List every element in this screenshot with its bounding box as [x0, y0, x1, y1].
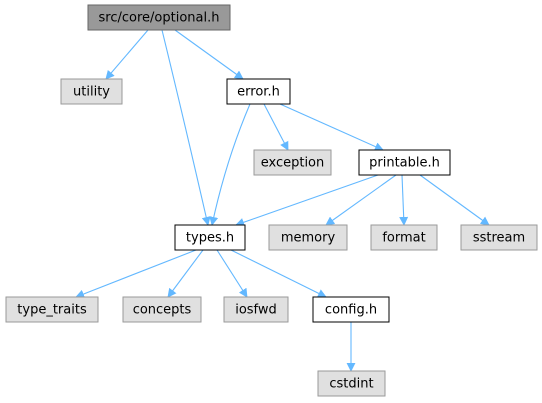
node-box	[174, 224, 246, 251]
node-box	[460, 224, 538, 251]
node-exception[interactable]: exception	[253, 149, 332, 176]
node-format[interactable]: format	[370, 224, 438, 251]
node-box	[226, 78, 291, 105]
edge-types-h-to-concepts	[167, 249, 204, 298]
edge-printable-h-to-memory	[325, 174, 397, 226]
node-label: type_traits	[17, 303, 87, 318]
node-box	[312, 296, 390, 323]
edge-error-h-to-exception	[263, 103, 289, 151]
node-box	[87, 4, 231, 31]
node-config-h[interactable]: config.h	[312, 296, 390, 323]
node-label: cstdint	[329, 377, 373, 392]
node-label: memory	[281, 231, 336, 246]
node-type-traits[interactable]: type_traits	[5, 296, 99, 323]
node-box	[253, 149, 332, 176]
node-iosfwd[interactable]: iosfwd	[223, 296, 289, 323]
node-printable-h[interactable]: printable.h	[358, 149, 451, 176]
node-concepts[interactable]: concepts	[122, 296, 202, 323]
node-label: iosfwd	[235, 303, 277, 318]
node-memory[interactable]: memory	[268, 224, 348, 251]
node-box	[317, 370, 386, 397]
node-label: sstream	[473, 231, 525, 246]
node-label: exception	[261, 156, 325, 171]
node-box	[268, 224, 348, 251]
node-label: error.h	[237, 85, 280, 100]
node-optional-h[interactable]: src/core/optional.h	[87, 4, 231, 31]
node-label: config.h	[325, 303, 377, 318]
node-label: src/core/optional.h	[99, 11, 220, 26]
edge-printable-h-to-sstream	[419, 174, 490, 226]
edge-printable-h-to-types-h	[235, 174, 379, 227]
edge-optional-h-to-types-h	[161, 29, 211, 226]
node-label: utility	[73, 85, 110, 100]
node-box	[370, 224, 438, 251]
edge-optional-h-to-error-h	[174, 29, 244, 80]
node-sstream[interactable]: sstream	[460, 224, 538, 251]
node-error-h[interactable]: error.h	[226, 78, 291, 105]
edge-printable-h-to-format	[399, 174, 409, 226]
node-utility[interactable]: utility	[60, 78, 123, 105]
node-label: concepts	[133, 303, 192, 318]
node-types-h[interactable]: types.h	[174, 224, 246, 251]
edge-types-h-to-type-traits	[75, 249, 197, 299]
edge-error-h-to-types-h	[209, 103, 251, 226]
node-box	[223, 296, 289, 323]
edge-types-h-to-iosfwd	[216, 249, 248, 298]
edge-optional-h-to-utility	[105, 29, 149, 80]
node-box	[60, 78, 123, 105]
node-label: types.h	[186, 231, 234, 246]
node-label: format	[382, 231, 425, 246]
edge-error-h-to-printable-h	[279, 103, 384, 151]
edge-types-h-to-config-h	[230, 249, 327, 298]
node-cstdint[interactable]: cstdint	[317, 370, 386, 397]
node-box	[5, 296, 99, 323]
node-box	[358, 149, 451, 176]
edges-layer	[75, 29, 490, 372]
node-box	[122, 296, 202, 323]
node-label: printable.h	[369, 156, 440, 171]
